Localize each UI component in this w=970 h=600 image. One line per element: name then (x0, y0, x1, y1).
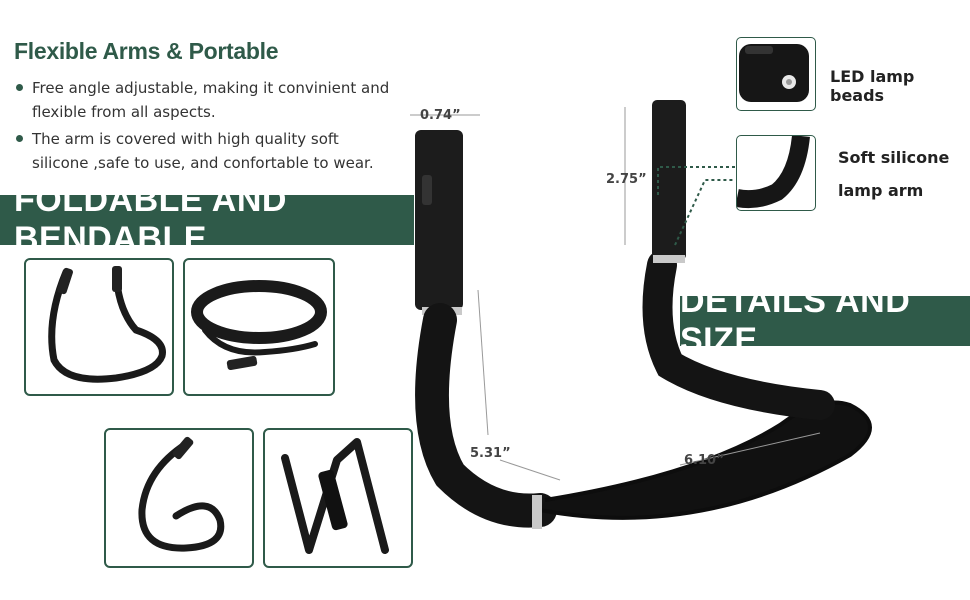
feature-list: Free angle adjustable, making it convini… (14, 76, 394, 178)
lamp-curl-image (138, 436, 225, 552)
led-bead-icon (739, 44, 809, 102)
dim-arm-length: 5.31” (470, 446, 511, 461)
dim-head-length: 2.75” (606, 172, 647, 187)
feature-item: Free angle adjustable, making it convini… (14, 76, 394, 124)
thumbnail-curl (104, 428, 254, 568)
foldable-banner: FOLDABLE AND BENDABLE (0, 181, 414, 258)
dim-head-width: 0.74” (420, 108, 461, 123)
right-silicone-arm (642, 250, 835, 420)
thumbnail-folded (263, 428, 413, 568)
right-lamp-head (652, 100, 686, 260)
lamp-loop-image (191, 280, 327, 371)
arm-detail-box (736, 135, 816, 211)
section-title: Flexible Arms & Portable (14, 38, 279, 64)
led-detail-box (736, 37, 816, 111)
thumbnail-u-shape (24, 258, 174, 396)
feature-item: The arm is covered with high quality sof… (14, 127, 394, 175)
lamp-folded-image (281, 438, 389, 554)
left-silicone-arm (415, 303, 557, 528)
led-label: LED lamp beads (830, 67, 915, 105)
bullet-dot-icon (16, 135, 23, 142)
feature-text: Free angle adjustable, making it convini… (32, 79, 390, 121)
silicone-arm-icon (737, 136, 810, 209)
arm-label-line1: Soft silicone (838, 148, 950, 167)
neck-band (539, 400, 872, 520)
switch-button-icon (422, 175, 432, 205)
feature-text: The arm is covered with high quality sof… (32, 130, 374, 172)
bullet-dot-icon (16, 84, 23, 91)
thumbnail-loop (183, 258, 335, 396)
left-lamp-head (415, 130, 463, 310)
arm-label-line2: lamp arm (838, 181, 924, 200)
neck-lamp-illustration (410, 100, 872, 529)
lamp-u-shape-image (48, 266, 166, 383)
dim-band-length: 6.10” (684, 453, 725, 468)
